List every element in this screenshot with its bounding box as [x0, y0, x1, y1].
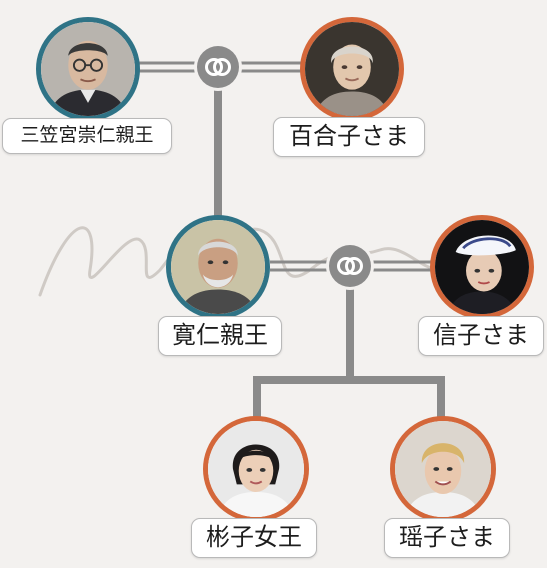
- marriage-rings-icon: [329, 245, 371, 287]
- person-photo-icon: [41, 22, 135, 116]
- person-photo-icon: [395, 421, 491, 517]
- portrait-nobuko[interactable]: [430, 215, 534, 319]
- name-label-akiko: 彬子女王: [191, 518, 317, 558]
- person-photo-icon: [208, 421, 304, 517]
- name-label-yuriko: 百合子さま: [273, 117, 425, 157]
- portrait-tomohito[interactable]: [166, 215, 270, 319]
- portrait-mikasanomiya[interactable]: [36, 17, 140, 121]
- name-label-yoko: 瑶子さま: [384, 518, 510, 558]
- name-label-tomohito: 寛仁親王: [158, 316, 282, 356]
- portrait-yuriko[interactable]: [300, 17, 404, 121]
- person-photo-icon: [435, 220, 529, 314]
- marriage-rings-icon: [197, 46, 239, 88]
- name-label-mikasanomiya: 三笠宮崇仁親王: [2, 118, 172, 154]
- person-photo-icon: [305, 22, 399, 116]
- portrait-akiko[interactable]: [203, 416, 309, 522]
- name-label-nobuko: 信子さま: [418, 316, 544, 356]
- person-photo-icon: [171, 220, 265, 314]
- portrait-yoko[interactable]: [390, 416, 496, 522]
